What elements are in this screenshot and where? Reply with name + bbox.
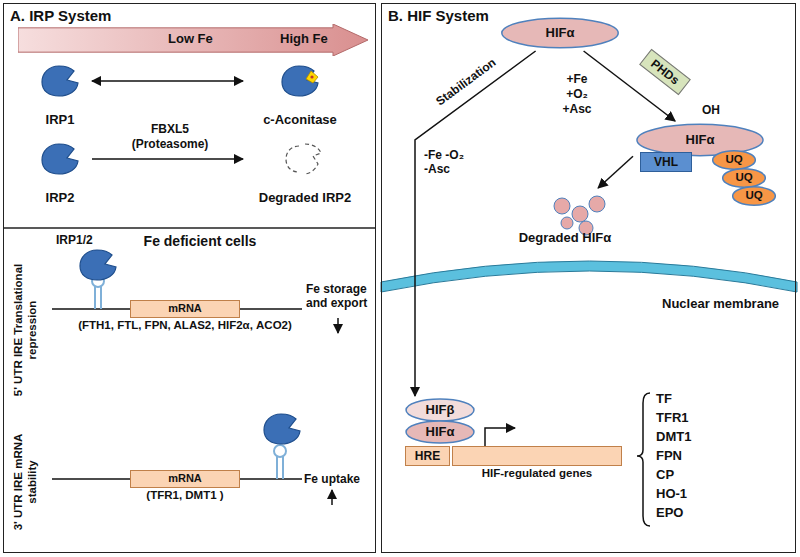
vhl-box: VHL (640, 152, 692, 172)
box-label: VHL (654, 155, 678, 169)
panel-frame: A. IRP SystemLow Fe High Fe IRP1 c-Aconitas… (3, 3, 376, 553)
ellipse-label: UQ (725, 153, 742, 167)
aconitase-protein (282, 66, 318, 96)
figure-caption: IRP2 (46, 190, 75, 206)
panel-title: B. HIF System (382, 4, 495, 28)
effect-label: Fe uptake (304, 472, 360, 486)
irp-bound-3utr (264, 414, 300, 444)
transcription-arrow (485, 428, 515, 446)
connector-arrow (92, 80, 243, 82)
band-label: Low Fe (168, 31, 213, 47)
mrna-strand (52, 309, 302, 479)
enzyme-box: PHDs (639, 49, 691, 96)
protein-figure: IRP1 (30, 62, 90, 128)
ellipse-label: UQ (735, 171, 752, 185)
iron-sulfur-cluster (306, 71, 318, 83)
ubiquitin-ellipse: UQ (712, 150, 756, 170)
band-label: High Fe (280, 31, 328, 47)
panel-title: A. IRP System (4, 4, 117, 28)
gene-name: HO-1 (656, 486, 687, 502)
iron-gradient-arrow: Low Fe High Fe (18, 24, 368, 56)
figure-caption: c-Aconitase (263, 112, 337, 128)
section-heading: Fe deficient cells (110, 233, 290, 250)
increase-arrow (331, 490, 333, 505)
degraded-fragments (554, 196, 605, 235)
connector-arrow (92, 158, 243, 160)
gene-name: EPO (656, 505, 683, 521)
gene-bracket (637, 393, 650, 526)
hydroxyl-label: OH (702, 103, 720, 117)
edge-label: FBXL5 (Proteasome) (124, 122, 216, 152)
ubiquitin-ellipse: UQ (732, 186, 776, 206)
ellipse-label: UQ (745, 189, 762, 203)
mrna-box: mRNA(FTH1, FTL, FPN, ALAS2, HIF2α, ACO2) (130, 300, 240, 318)
figure-caption: IRP1 (46, 112, 75, 128)
protein-figure: IRP2 (30, 140, 90, 206)
ellipse-label: HIFα (426, 424, 455, 440)
ire-hairpin (92, 275, 286, 479)
gene-box: HIF-regulated genes (452, 446, 622, 466)
ubiquitin-ellipse: UQ (722, 168, 766, 188)
hre-box: HRE (405, 446, 450, 466)
figure-caption: Degraded HIFα (519, 230, 612, 246)
edge-label: +Fe +O₂ +Asc (554, 72, 600, 117)
figure-caption: Degraded IRP2 (259, 190, 351, 206)
irp2-protein (42, 144, 78, 174)
ellipse-label: HIFα (686, 132, 715, 148)
protein-ellipse: HIFα (405, 420, 475, 444)
mrna-box: mRNA(TFR1, DMT1 ) (130, 470, 240, 488)
irp-bound-5utr (80, 250, 116, 280)
condition-label: -Fe -O₂ -Asc (424, 148, 470, 177)
side-label: 3' UTR IRE mRNA stability (12, 422, 40, 542)
box-label: PHDs (648, 56, 682, 87)
pathway-label: Stabilization (433, 55, 498, 109)
ellipse-label: HIFα (546, 25, 575, 41)
gene-name: TFR1 (656, 410, 689, 426)
protein-figure: c-Aconitase (245, 62, 355, 128)
box-caption: HIF-regulated genes (482, 467, 593, 481)
gene-name: DMT1 (656, 429, 691, 445)
membrane-label: Nuclear membrane (662, 296, 779, 312)
connector-arrow (598, 156, 633, 188)
protein-ellipse: HIFβ (405, 398, 475, 422)
connector-arrow (415, 51, 536, 396)
side-label: 5' UTR IRE Translational repression (12, 248, 40, 413)
effect-label: Fe storage and export (306, 282, 370, 311)
box-caption: (FTH1, FTL, FPN, ALAS2, HIF2α, ACO2) (78, 319, 292, 333)
panel-divider (3, 227, 376, 229)
box-label: mRNA (168, 472, 202, 485)
box-label: HRE (415, 449, 440, 463)
box-caption: (TFR1, DMT1 ) (146, 489, 223, 503)
protein-figure: Degraded IRP2 (245, 140, 365, 206)
gene-name: CP (656, 467, 674, 483)
gene-name: FPN (656, 448, 682, 464)
degraded-irp2 (286, 144, 321, 174)
irp1-protein (42, 66, 78, 96)
box-label: mRNA (168, 302, 202, 315)
degraded-figure: Degraded HIFα (505, 190, 625, 246)
nuclear-membrane (381, 261, 797, 292)
decrease-arrow (337, 318, 339, 333)
protein-ellipse: HIFα (500, 17, 620, 49)
gene-name: TF (656, 391, 672, 407)
ellipse-label: HIFβ (426, 402, 455, 418)
protein-label: IRP1/2 (56, 233, 93, 247)
